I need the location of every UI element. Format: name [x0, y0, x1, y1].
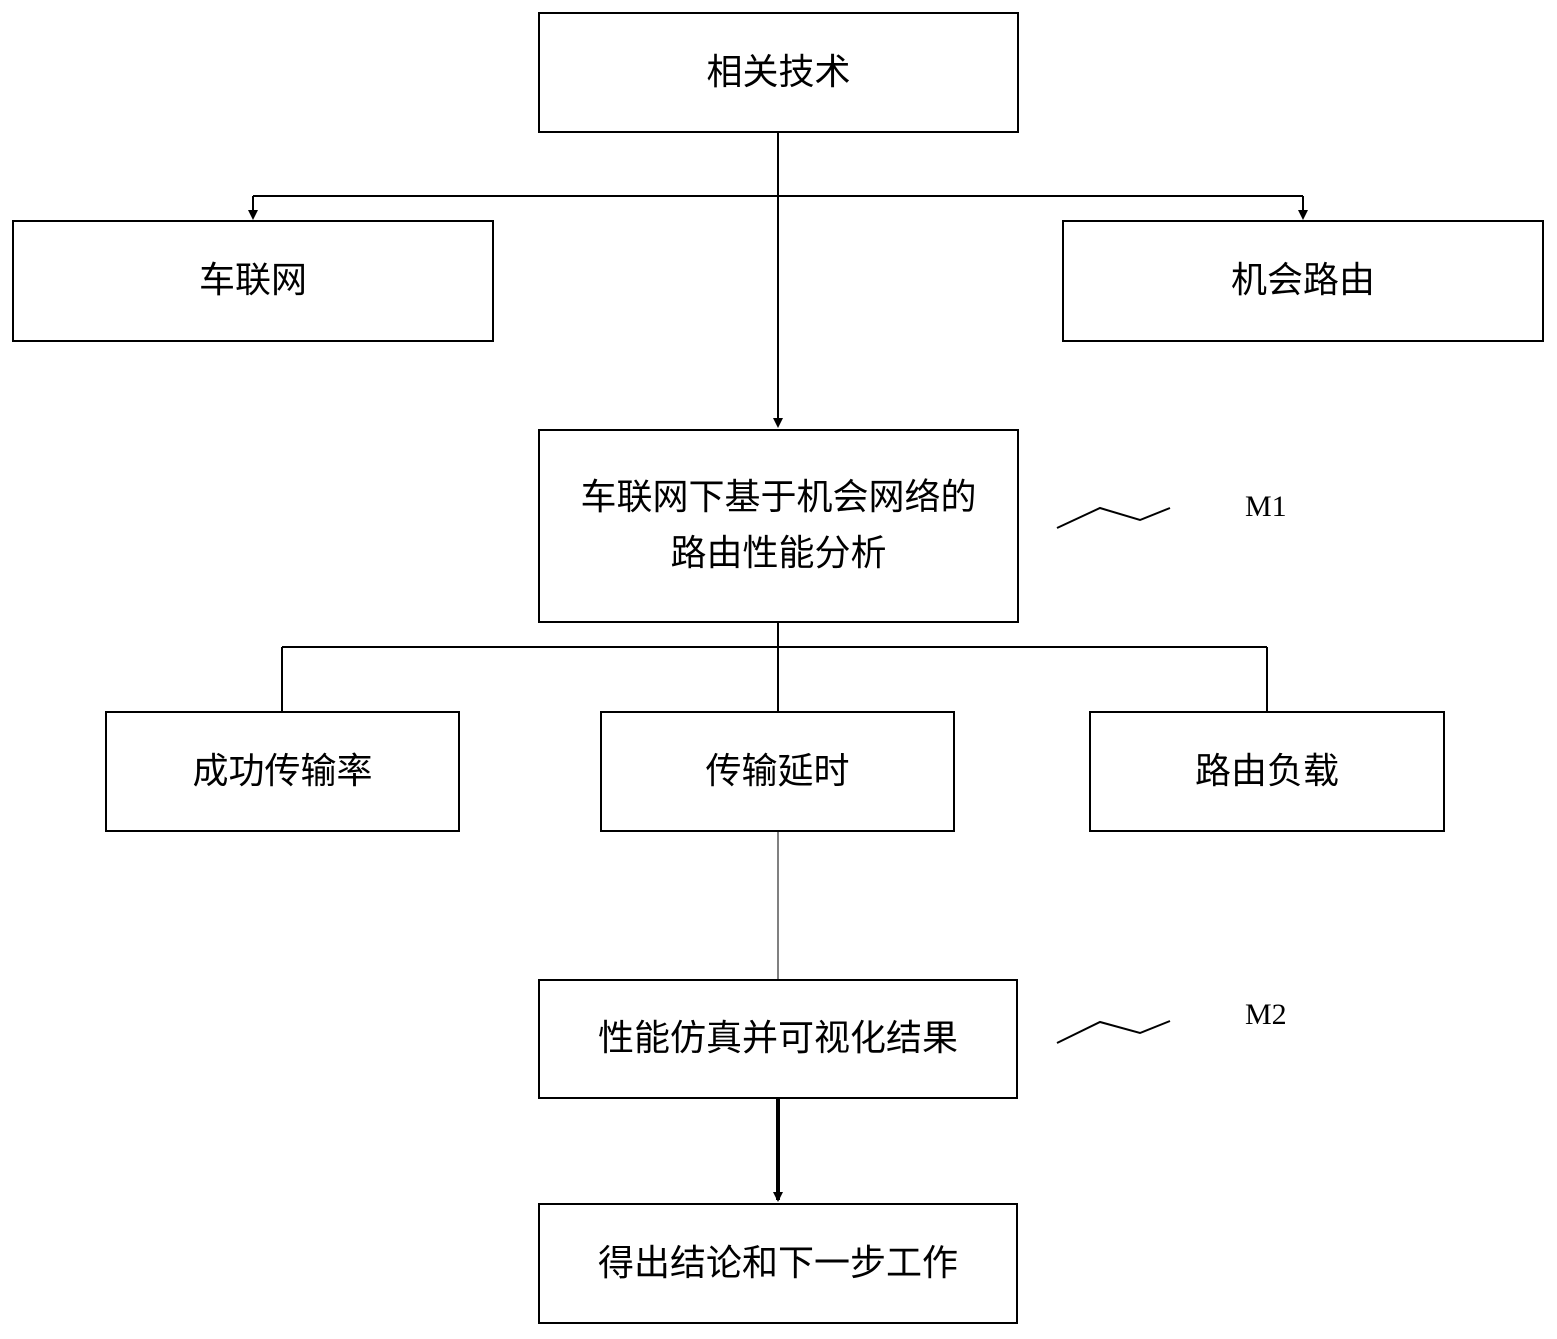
node-success-rate: 成功传输率	[105, 711, 460, 832]
node-simulation-label: 性能仿真并可视化结果	[597, 1018, 958, 1059]
node-delay-label: 传输延时	[705, 750, 850, 792]
node-related-tech-label: 相关技术	[706, 51, 851, 93]
node-routing-load: 路由负载	[1089, 711, 1445, 832]
marker-m2-label: M2	[1245, 998, 1287, 1031]
node-analysis: 车联网下基于机会网络的路由性能分析	[538, 429, 1019, 623]
node-related-tech: 相关技术	[538, 12, 1019, 133]
m1-leader-line	[1056, 506, 1171, 529]
node-analysis-label: 车联网下基于机会网络的路由性能分析	[580, 477, 977, 574]
node-conclusion-label: 得出结论和下一步工作	[597, 1242, 958, 1284]
node-simulation: 性能仿真并可视化结果	[538, 979, 1018, 1099]
node-iov: 车联网	[12, 220, 494, 342]
node-opportunistic-routing-label: 机会路由	[1230, 260, 1375, 301]
m2-leader-line	[1056, 1020, 1171, 1044]
node-success-rate-label: 成功传输率	[192, 750, 373, 792]
node-delay: 传输延时	[600, 711, 955, 832]
node-iov-label: 车联网	[198, 260, 307, 301]
node-routing-load-label: 路由负载	[1194, 750, 1339, 792]
marker-m1-label: M1	[1245, 490, 1287, 523]
node-opportunistic-routing: 机会路由	[1062, 220, 1544, 342]
node-conclusion: 得出结论和下一步工作	[538, 1203, 1018, 1324]
